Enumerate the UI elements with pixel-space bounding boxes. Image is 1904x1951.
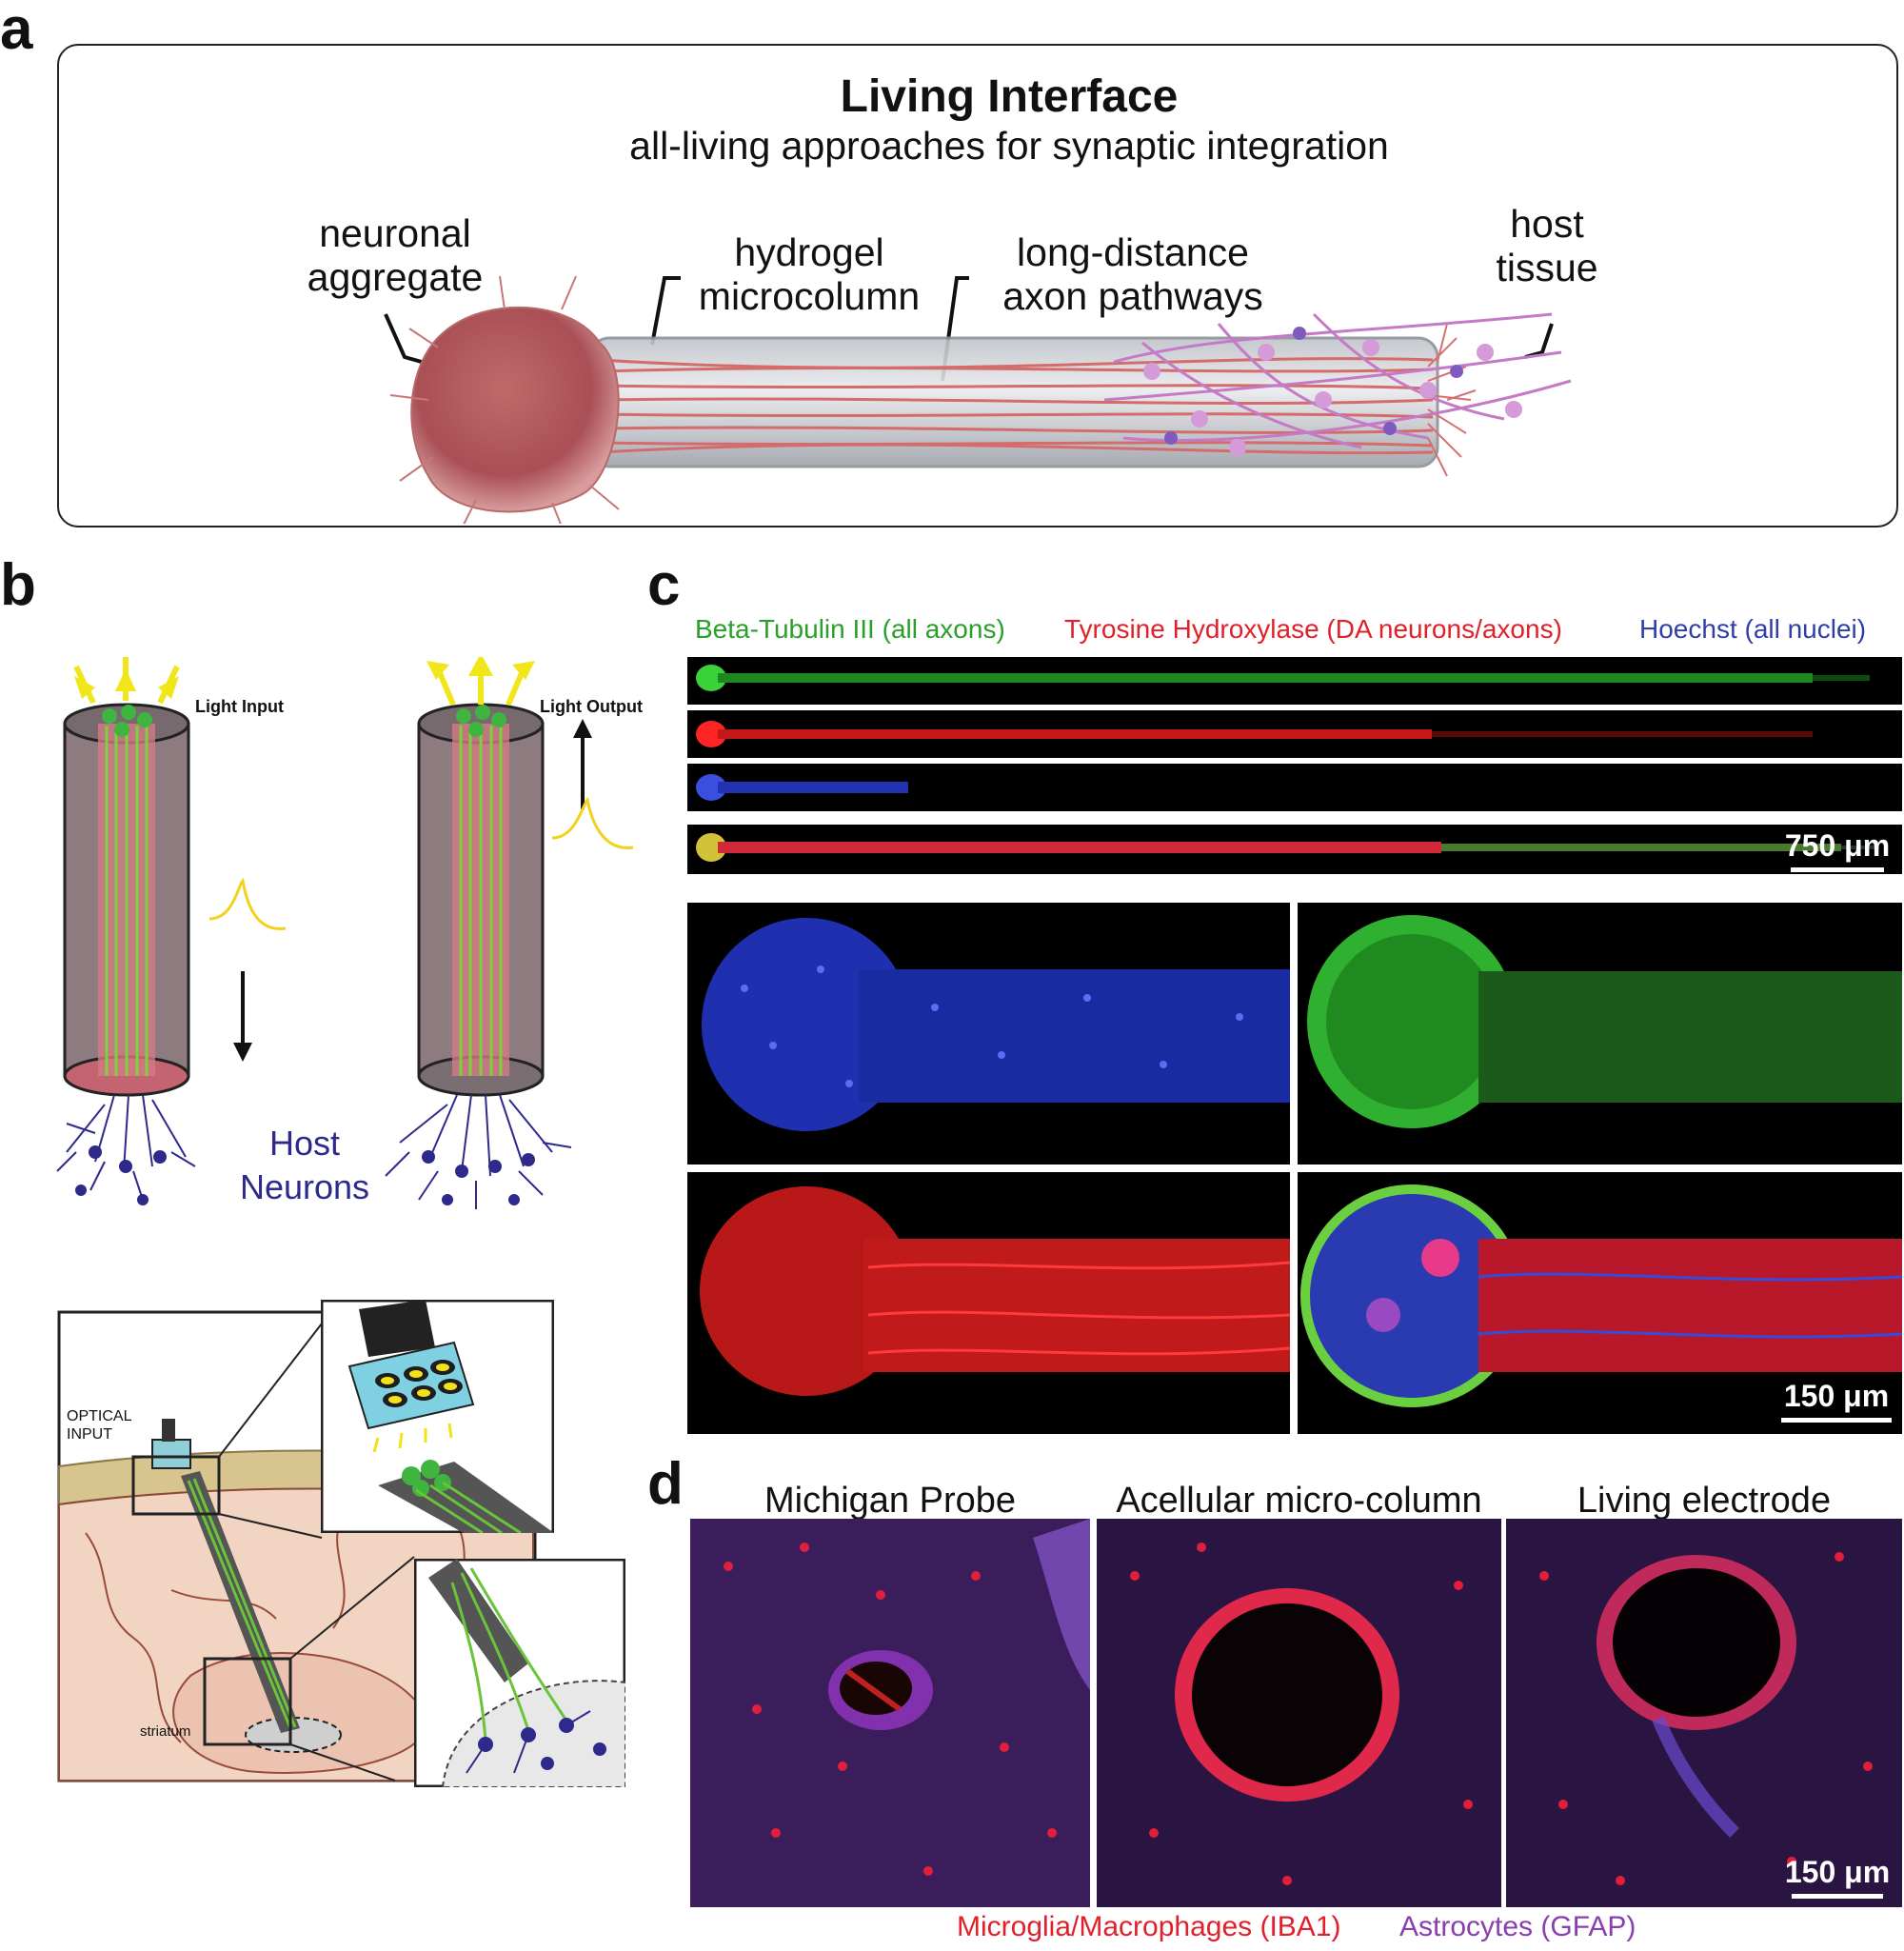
panel-label-b: b (0, 552, 36, 618)
callout-aggregate (384, 313, 429, 366)
micrograph-living-electrode (1506, 1519, 1902, 1907)
scale-bar-750: 750 μm (1780, 828, 1894, 872)
strip-green (687, 657, 1902, 705)
title-living-electrode: Living electrode (1577, 1481, 1832, 1521)
inset-optical-input (321, 1300, 554, 1533)
legend-microglia: Microglia/Macrophages (IBA1) (957, 1911, 1341, 1942)
aggregate-neurites (389, 275, 620, 524)
scale-bar-150-d: 150 μm (1782, 1855, 1893, 1899)
host-tissue-glia (1164, 327, 1463, 445)
channel-label-red: Tyrosine Hydroxylase (DA neurons/axons) (1064, 614, 1562, 644)
column-light-input (56, 657, 287, 1205)
micrograph-merge (1298, 1172, 1902, 1434)
channel-label-green: Beta-Tubulin III (all axons) (695, 614, 1005, 644)
scale-bar-150-c: 150 μm (1778, 1379, 1894, 1423)
strip-merge (687, 825, 1902, 874)
micrograph-hoechst (687, 903, 1290, 1165)
micrograph-acellular-microcolumn (1097, 1519, 1501, 1907)
axon-bundle (599, 357, 1434, 455)
light-input-label: Light Input (195, 697, 284, 716)
inserted-column (181, 1471, 300, 1733)
neuronal-aggregate (410, 306, 620, 513)
channel-label-blue: Hoechst (all nuclei) (1639, 614, 1867, 644)
callout-host (1524, 323, 1554, 359)
inset-host-integration (414, 1559, 625, 1787)
callout-hydrogel (650, 276, 681, 346)
panel-label-a: a (0, 0, 33, 62)
panel-a-frame (57, 44, 1898, 528)
micrograph-michigan-probe (690, 1519, 1090, 1907)
host-tissue-somas (1143, 339, 1522, 456)
strip-red (687, 710, 1902, 758)
growth-cones (1427, 323, 1477, 477)
legend-astrocytes: Astrocytes (GFAP) (1399, 1911, 1636, 1942)
title-michigan-probe: Michigan Probe (764, 1481, 1017, 1521)
zoom-box-1 (131, 1455, 221, 1516)
striatum-region (172, 1652, 427, 1774)
living-interface-title: Living Interface (840, 71, 1179, 122)
light-output-label: Light Output (540, 697, 643, 716)
micrograph-tyrosine-hydroxylase (687, 1172, 1290, 1434)
panel-label-d: d (647, 1451, 684, 1517)
panel-label-c: c (647, 552, 681, 618)
strip-blue (687, 764, 1902, 811)
striatum-label: striatum (140, 1723, 191, 1740)
living-interface-illustration (384, 275, 1572, 524)
title-acellular-microcolumn: Acellular micro-column (1116, 1481, 1482, 1521)
column-light-output (385, 657, 634, 1209)
micrograph-beta-tubulin (1298, 903, 1902, 1165)
panel-b-columns-diagram (56, 657, 634, 1209)
zoom-box-2 (203, 1657, 292, 1746)
living-interface-subtitle: all-living approaches for synaptic integ… (629, 124, 1389, 168)
